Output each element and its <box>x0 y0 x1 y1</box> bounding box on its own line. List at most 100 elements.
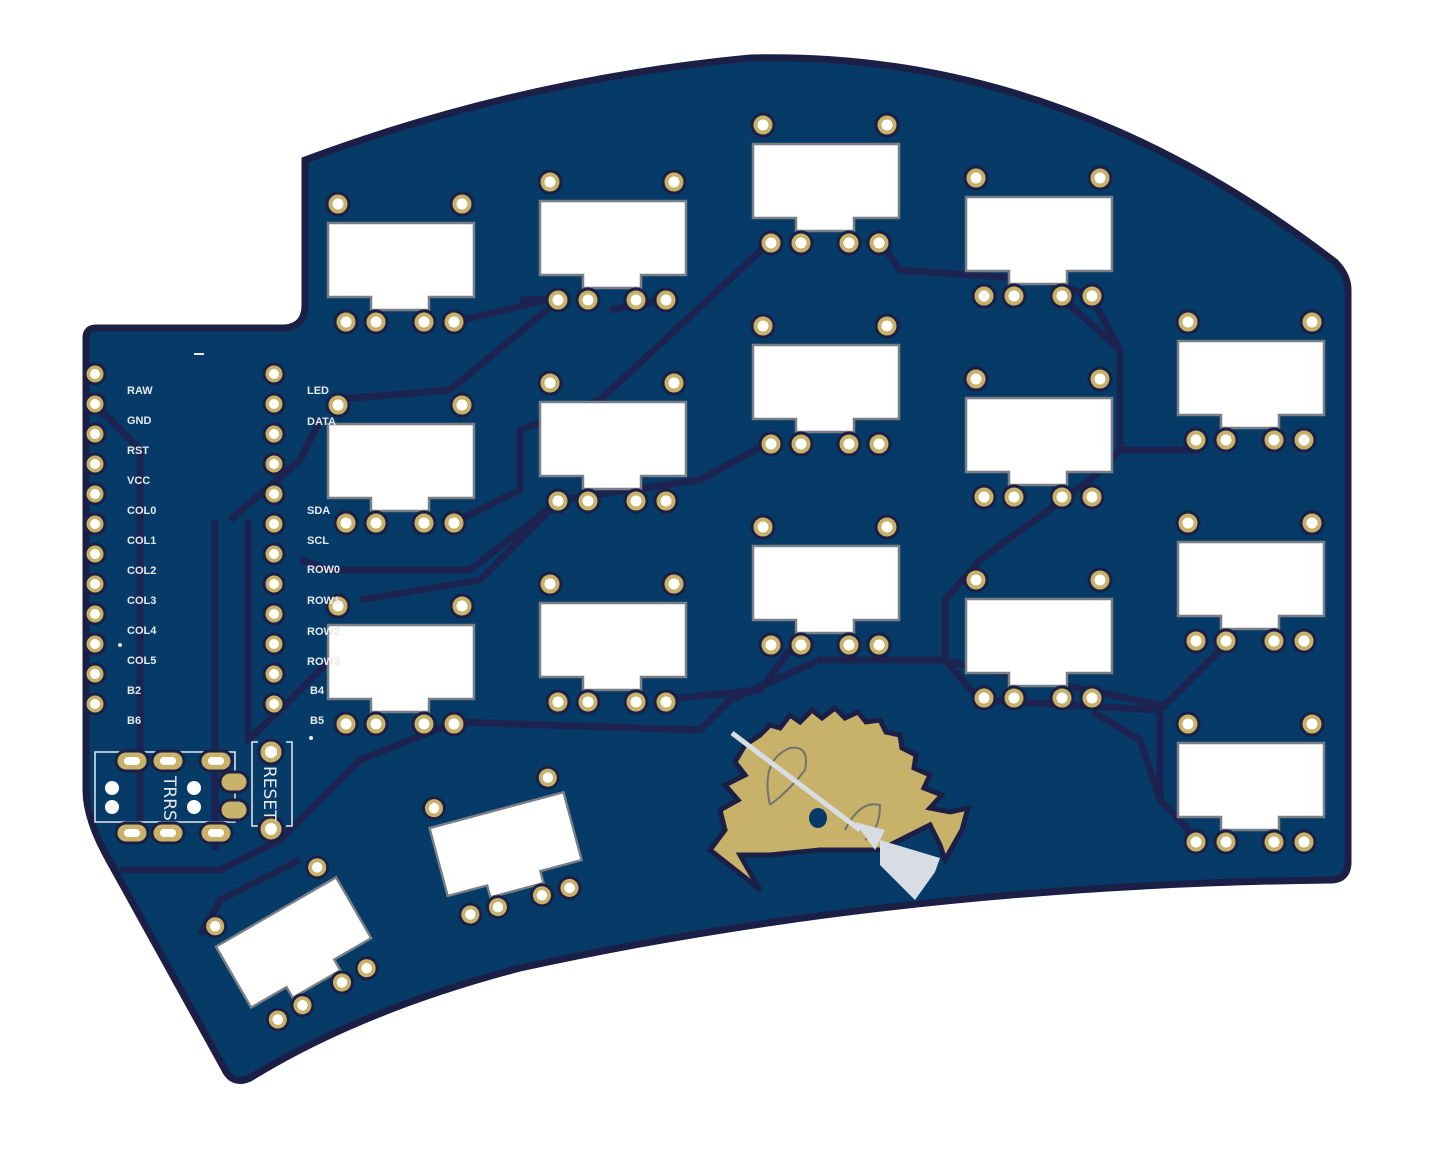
pin-label: SCL <box>307 535 329 547</box>
solder-pad <box>653 689 679 715</box>
solder-pad <box>535 765 560 790</box>
solder-pad <box>963 366 989 392</box>
via <box>118 643 122 647</box>
solder-pad <box>262 392 286 416</box>
pin-label: COL0 <box>127 505 156 517</box>
solder-pad <box>333 309 359 335</box>
copper-trace <box>211 418 324 850</box>
solder-pad <box>83 572 107 596</box>
solder-pad <box>575 287 601 313</box>
solder-pad <box>788 230 814 256</box>
solder-pad <box>262 422 286 446</box>
solder-pad <box>623 488 649 514</box>
pro-micro-footprint: RAWGNDRSTVCCCOL0COL1COL2COL3COL4COL5B2B6… <box>83 362 340 727</box>
copper-trace <box>92 401 144 840</box>
trrs-jack-footprint: TRRS <box>94 749 250 845</box>
solder-pad <box>1175 510 1201 536</box>
solder-pad <box>83 392 107 416</box>
pin-label: COL3 <box>127 595 156 607</box>
solder-pad <box>1049 685 1075 711</box>
key-switch <box>963 567 1114 711</box>
solder-pad <box>363 711 389 737</box>
pin-label: LED <box>307 385 329 397</box>
solder-pad <box>262 482 286 506</box>
pin-label: COL4 <box>127 625 157 637</box>
pin-label: ROW0 <box>307 564 340 576</box>
solder-pad <box>262 632 286 656</box>
key-switch <box>963 366 1114 510</box>
solder-pad <box>537 169 563 195</box>
key-switch <box>750 112 901 256</box>
solder-pad <box>1261 628 1287 654</box>
solder-pad <box>1087 165 1113 191</box>
solder-pad <box>325 191 351 217</box>
solder-pad <box>653 287 679 313</box>
board-outline <box>82 54 1352 1084</box>
solder-pad <box>1213 829 1239 855</box>
solder-pad <box>545 689 571 715</box>
solder-pad <box>1291 628 1317 654</box>
pin-label: B2 <box>127 685 141 697</box>
copper-trace <box>244 520 333 744</box>
solder-pad <box>262 512 286 536</box>
reset-button-footprint[interactable]: RESET <box>251 738 293 843</box>
pin-label: COL5 <box>127 655 156 667</box>
solder-pad <box>623 287 649 313</box>
solder-pad <box>325 392 351 418</box>
copper-trace <box>1060 296 1123 353</box>
key-switch <box>325 392 476 536</box>
pin-label: COL1 <box>127 535 156 547</box>
solder-pad <box>330 970 354 995</box>
key-switch <box>325 593 476 737</box>
solder-pad <box>262 602 286 626</box>
reset-label: RESET <box>259 766 279 821</box>
solder-pad <box>575 689 601 715</box>
solder-pad <box>441 309 467 335</box>
solder-pad <box>1183 628 1209 654</box>
solder-pad <box>530 883 554 908</box>
copper-traces <box>92 239 1233 937</box>
solder-pad <box>83 452 107 476</box>
solder-pad <box>262 452 286 476</box>
solder-pad <box>1001 283 1027 309</box>
solder-pad <box>83 512 107 536</box>
solder-pad <box>262 542 286 566</box>
pin-label: ROW2 <box>307 626 340 638</box>
solder-pad <box>836 431 862 457</box>
solder-pad <box>758 431 784 457</box>
pin-label: B6 <box>127 715 141 727</box>
solder-pad <box>83 542 107 566</box>
solder-pad <box>1001 484 1027 510</box>
pin-label: SDA <box>307 505 330 517</box>
solder-pad <box>866 431 892 457</box>
solder-pad <box>1213 427 1239 453</box>
solder-pad <box>971 484 997 510</box>
key-switch <box>422 765 584 927</box>
key-switch <box>963 165 1114 309</box>
solder-pad <box>874 112 900 138</box>
solder-pad <box>537 370 563 396</box>
solder-pad <box>422 796 446 821</box>
key-switch <box>1175 510 1326 654</box>
solder-pad <box>486 895 510 919</box>
solder-pad <box>1079 283 1105 309</box>
solder-pad <box>963 567 989 593</box>
solder-pad <box>1261 829 1287 855</box>
solder-pad <box>449 392 475 418</box>
solder-pad <box>449 191 475 217</box>
solder-pad <box>971 283 997 309</box>
solder-pad <box>1183 427 1209 453</box>
solder-pad <box>262 692 286 716</box>
solder-pad <box>333 510 359 536</box>
solder-pad <box>325 593 351 619</box>
solder-pad <box>874 514 900 540</box>
solder-pad <box>963 165 989 191</box>
solder-pad <box>411 510 437 536</box>
solder-pad <box>758 230 784 256</box>
trrs-label: TRRS <box>159 775 179 821</box>
solder-pad <box>545 287 571 313</box>
solder-pad <box>290 993 315 1018</box>
solder-pad <box>623 689 649 715</box>
solder-pad <box>83 482 107 506</box>
